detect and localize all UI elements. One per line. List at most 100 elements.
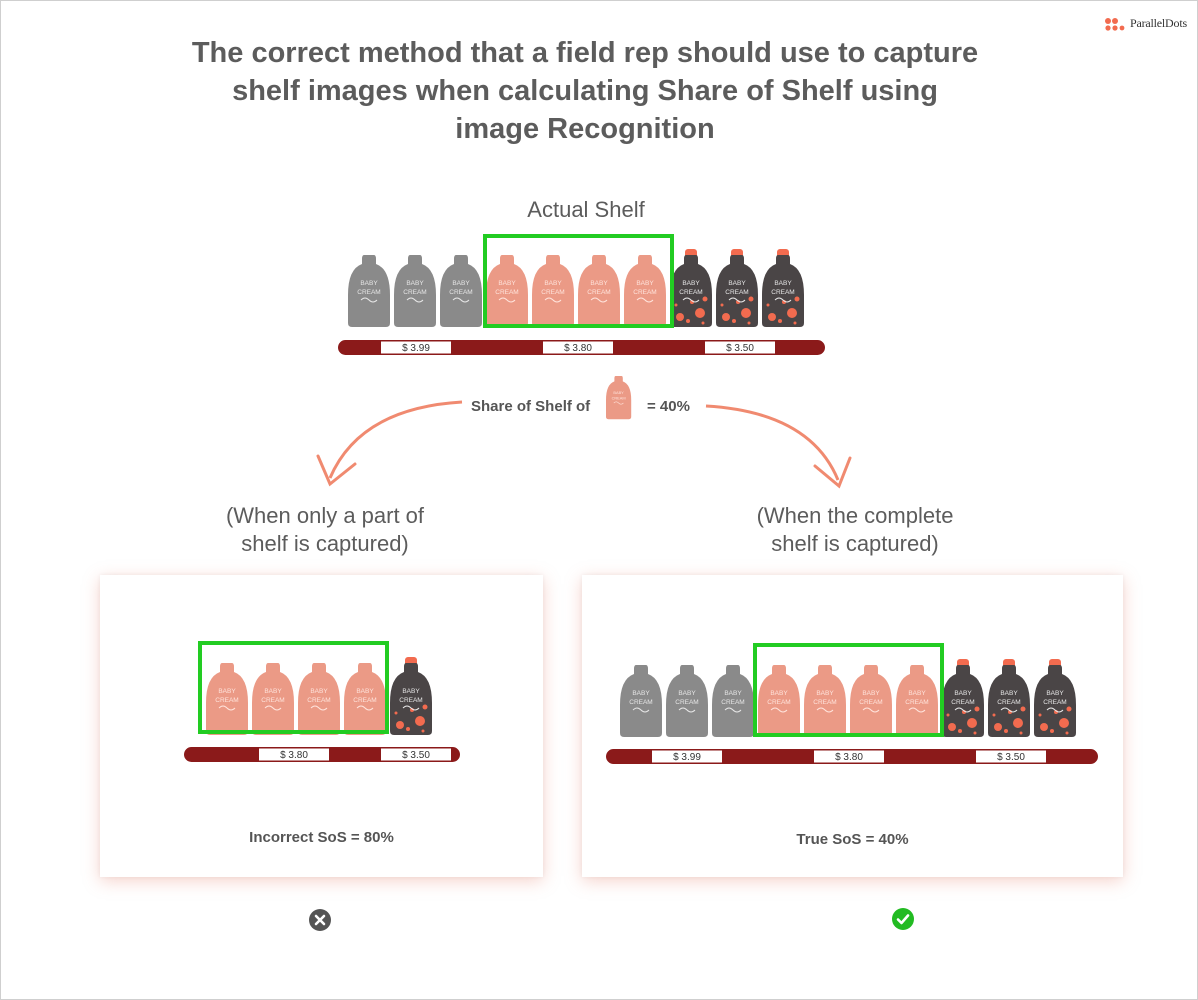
bottle-label-text: CREAM (541, 289, 564, 296)
bottle-label-text: CREAM (495, 289, 518, 296)
bottle-label-text: BABY (1046, 690, 1064, 697)
bottle-label-text: CREAM (261, 697, 284, 704)
bottle-label-text: BABY (636, 280, 654, 287)
bottle-label-text: BABY (862, 690, 880, 697)
price-tag (652, 750, 722, 763)
check-icon (892, 908, 914, 930)
cross-icon (309, 909, 331, 931)
bottle-label-text: BABY (954, 690, 972, 697)
bottle-label-text: BABY (498, 280, 516, 287)
price-tag-text: $ 3.50 (726, 343, 754, 354)
bottle-label-text: CREAM (612, 395, 626, 400)
title-line: image Recognition (455, 113, 715, 145)
partial-shelf-illustration: BABYCREAMBABYCREAMBABYCREAMBABYCREAMBABY… (184, 641, 460, 762)
bottle-label-text: BABY (1000, 690, 1018, 697)
bottle-label-text: CREAM (587, 289, 610, 296)
bottle-label-text: BABY (218, 688, 236, 695)
dark-bottle: BABY CREAM (716, 249, 758, 327)
true-sos-result: True SoS = 40% (796, 831, 909, 848)
incorrect-sos-result: Incorrect SoS = 80% (249, 829, 394, 846)
bottle-label-text: BABY (770, 690, 788, 697)
target-brand-highlight-box (483, 234, 674, 328)
title-line: shelf images when calculating Share of S… (232, 75, 938, 107)
paralleldots-logo-icon (1105, 17, 1125, 31)
bottle-label-text: CREAM (353, 697, 376, 704)
bottle-label-text: BABY (402, 688, 420, 695)
left-arrow-curve (328, 400, 463, 479)
bottle-label-text: CREAM (399, 697, 422, 704)
price-tag (381, 748, 451, 761)
left-case-caption: (When only a part of shelf is captured) (190, 502, 460, 558)
price-tag (976, 750, 1046, 763)
pink-bottle: BABY CREAM (578, 255, 620, 327)
price-tag (543, 341, 613, 354)
bottle-label-text: BABY (724, 690, 742, 697)
target-brand-highlight-box (753, 643, 944, 737)
price-tag-text: $ 3.80 (835, 752, 863, 763)
bottle-label-text: CREAM (725, 289, 748, 296)
grey-bottle: BABY CREAM (394, 255, 436, 327)
caption-line: (When only a part of (225, 503, 425, 528)
complete-shelf-illustration: BABYCREAMBABYCREAMBABYCREAMBABYCREAMBABY… (606, 643, 1098, 764)
bottle-label-text: CREAM (633, 289, 656, 296)
share-of-shelf-value: = 40% (647, 398, 690, 415)
bottle-label-text: BABY (632, 690, 650, 697)
bottle-label-text: BABY (816, 690, 834, 697)
bottle-label-text: BABY (310, 688, 328, 695)
bottle-label-text: BABY (544, 280, 562, 287)
bottle-label-text: BABY (406, 280, 424, 287)
caption-line: shelf is captured) (241, 531, 409, 556)
target-brand-highlight-box (198, 641, 389, 734)
left-arrow-head-icon (316, 454, 357, 487)
grey-bottle: BABY CREAM (666, 665, 708, 737)
bottle-label-text: BABY (590, 280, 608, 287)
dark-bottle: BABY CREAM (390, 657, 432, 735)
right-case-caption: (When the complete shelf is captured) (720, 502, 990, 558)
pink-bottle: BABY CREAM (532, 255, 574, 327)
price-tag (381, 341, 451, 354)
bottle-label-text: CREAM (679, 289, 702, 296)
bottle-label-text: CREAM (629, 699, 652, 706)
bottle-label-text: CREAM (403, 289, 426, 296)
price-tag-text: $ 3.99 (402, 343, 430, 354)
price-tag-text: $ 3.50 (402, 750, 430, 761)
bottle-label-text: CREAM (1043, 699, 1066, 706)
bottle-label-text: CREAM (215, 697, 238, 704)
bottle-label-text: BABY (728, 280, 746, 287)
bottle-label-text: CREAM (449, 289, 472, 296)
bottle-label-text: CREAM (357, 289, 380, 296)
price-tag (705, 341, 775, 354)
bottle-label-text: BABY (678, 690, 696, 697)
actual-shelf-label: Actual Shelf (527, 197, 645, 222)
bottle-label-text: BABY (908, 690, 926, 697)
price-tag-text: $ 3.50 (997, 752, 1025, 763)
bottle-label-text: CREAM (771, 289, 794, 296)
price-tag (814, 750, 884, 763)
price-tag-text: $ 3.99 (673, 752, 701, 763)
title-line: The correct method that a field rep shou… (191, 37, 979, 69)
grey-bottle: BABY CREAM (348, 255, 390, 327)
bottle-label-text: BABY (360, 280, 378, 287)
brand-logo: ParallelDots (1104, 16, 1187, 31)
dark-bottle: BABY CREAM (1034, 659, 1076, 737)
bottle-label-text: CREAM (675, 699, 698, 706)
pink-bottle: BABY CREAM (206, 663, 248, 735)
right-arrow-head-icon (813, 456, 852, 489)
price-tag-text: $ 3.80 (280, 750, 308, 761)
actual-shelf-illustration: BABY CREAM BABY CREAM BABY CREAM BABY CREAM BABY… (338, 234, 825, 355)
caption-line: (When the complete (756, 503, 954, 528)
